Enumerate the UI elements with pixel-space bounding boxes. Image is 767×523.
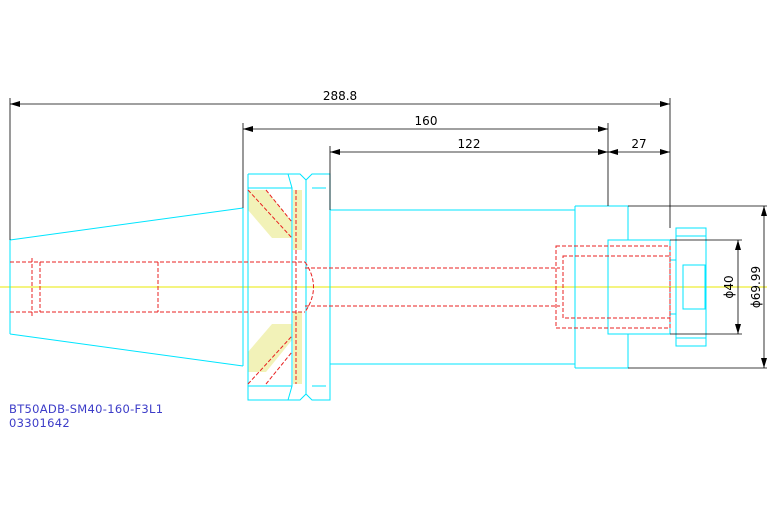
bore-diameter-dimension: ϕ40: [722, 275, 736, 298]
hidden-lines: [10, 189, 671, 385]
dimension-arrows: [10, 101, 767, 368]
part-label: BT50ADB-SM40-160-F3L1 03301642: [9, 402, 163, 430]
flange-length-dimension: 160: [415, 114, 438, 128]
body-length-dimension: 122: [458, 137, 481, 151]
outer-diameter-dimension: ϕ69.99: [749, 266, 763, 308]
nose-length-dimension: 27: [631, 137, 646, 151]
overall-length-dimension: 288.8: [323, 89, 357, 103]
part-order-code: 03301642: [9, 416, 70, 430]
part-model-number: BT50ADB-SM40-160-F3L1: [9, 402, 164, 416]
tool-holder-outline: [9, 173, 707, 401]
